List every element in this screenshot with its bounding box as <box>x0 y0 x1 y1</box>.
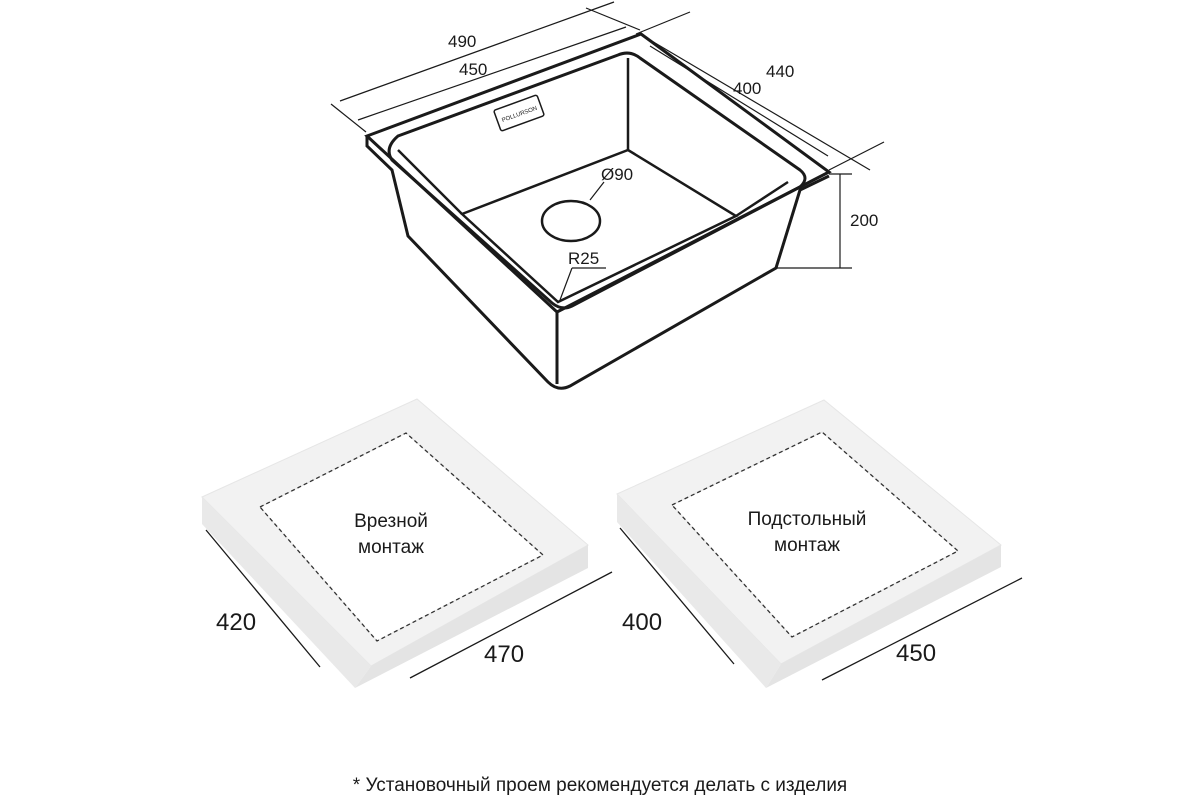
sink-inner-edge <box>397 149 463 215</box>
cutout-frame-side <box>355 545 588 688</box>
dim-line-400 <box>649 45 829 157</box>
footnote: * Установочный проем рекомендуется делат… <box>353 775 847 796</box>
cutout-label-line1: Подстольный <box>748 509 867 530</box>
dim-line-depth <box>619 527 735 665</box>
dim-inner-width: 450 <box>459 60 487 79</box>
dim-outer-width: 490 <box>448 32 476 51</box>
dim-ext-line <box>330 103 367 133</box>
dim-line-width <box>821 577 1023 681</box>
dim-line-440 <box>649 39 871 171</box>
cutout-label-line2: монтаж <box>358 537 424 558</box>
sink-body-outer <box>365 136 830 390</box>
dim-line-450 <box>357 26 627 121</box>
cutout-depth-label: 400 <box>622 609 662 636</box>
dim-corner-radius: R25 <box>568 249 599 268</box>
dim-line-440 <box>635 11 691 35</box>
cutout-width-label: 470 <box>484 641 524 668</box>
cutout-frame-side <box>202 497 371 688</box>
cutout-depth-label: 420 <box>216 609 256 636</box>
dim-line-depth <box>205 529 321 668</box>
cutout-panel-undermount <box>616 399 1023 688</box>
dim-line-490 <box>339 1 615 102</box>
cutout-frame <box>616 399 1002 665</box>
leader-drain <box>589 181 605 201</box>
dim-drain-diameter: Ø90 <box>601 165 633 184</box>
leader-radius <box>559 267 573 301</box>
cutout-label-line2: монтаж <box>774 535 840 556</box>
brand-badge-text: POLLURSON <box>501 106 538 124</box>
cutout-panel-inset <box>201 398 613 688</box>
dim-outer-depth: 440 <box>766 62 794 81</box>
dim-line-width <box>409 571 613 679</box>
dim-inner-depth: 400 <box>733 79 761 98</box>
cutout-label-line1: Врезной <box>354 511 428 532</box>
sink-dimensions <box>330 1 885 301</box>
dim-ext-line <box>585 7 641 31</box>
cutout-frame-side <box>617 494 781 688</box>
brand-badge: POLLURSON <box>493 94 545 132</box>
sink-rim-outer <box>364 32 832 314</box>
dim-height: 200 <box>850 211 878 230</box>
cutout-frame-side <box>766 545 1001 688</box>
sink-inner-edge <box>735 180 789 218</box>
cutout-width-label: 450 <box>896 640 936 667</box>
cutout-frame <box>201 398 589 667</box>
drain-hole <box>540 199 602 243</box>
sink-bowl-opening <box>387 51 807 310</box>
dim-ext-line <box>828 141 885 171</box>
